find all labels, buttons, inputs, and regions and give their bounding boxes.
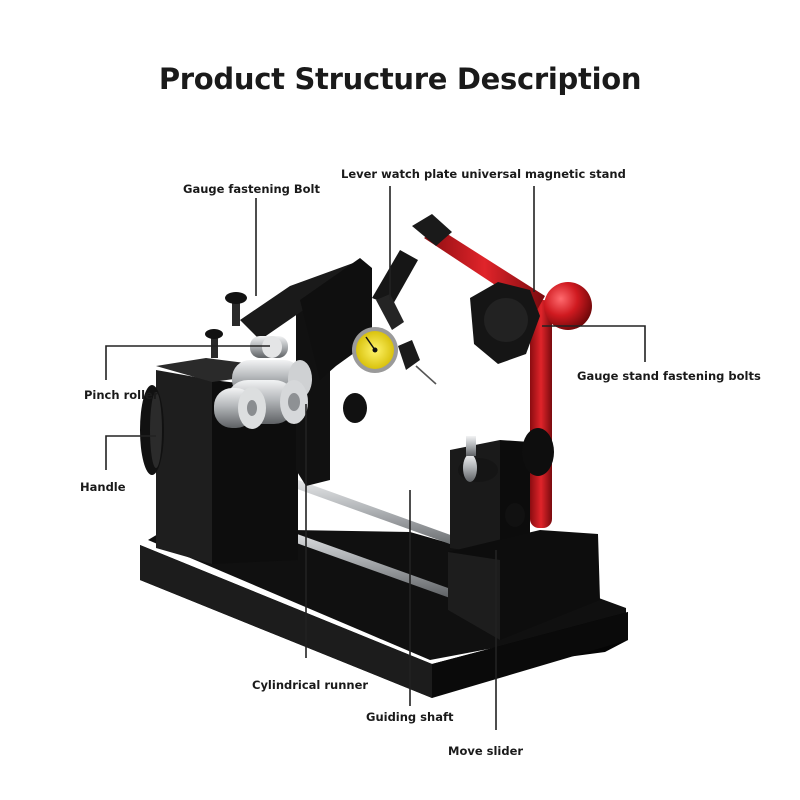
magnetic-stand — [412, 214, 592, 528]
page-title: Product Structure Description — [158, 62, 642, 96]
label-lever-watch-plate-stand: Lever watch plate universal magnetic sta… — [341, 167, 626, 181]
label-handle: Handle — [80, 480, 126, 494]
label-guiding-shaft: Guiding shaft — [366, 710, 454, 724]
callout-line-pinch-roller — [105, 345, 270, 380]
label-gauge-fastening-bolt: Gauge fastening Bolt — [183, 182, 320, 196]
handle-wheel — [140, 385, 164, 475]
rollers — [214, 336, 312, 429]
fastening-bolt-knobs — [205, 292, 367, 423]
dial-indicator — [352, 250, 437, 385]
callout-lines — [105, 186, 646, 730]
label-gauge-stand-fastening-bolts: Gauge stand fastening bolts — [577, 369, 761, 383]
move-slider-block — [448, 436, 600, 640]
label-cylindrical-runner: Cylindrical runner — [252, 678, 369, 692]
left-headstock — [156, 358, 300, 564]
label-pinch-roller: Pinch roller — [84, 388, 159, 402]
label-move-slider: Move slider — [448, 744, 524, 758]
callout-line-handle — [105, 435, 156, 470]
callout-line-gauge-stand-bolts — [542, 325, 646, 362]
